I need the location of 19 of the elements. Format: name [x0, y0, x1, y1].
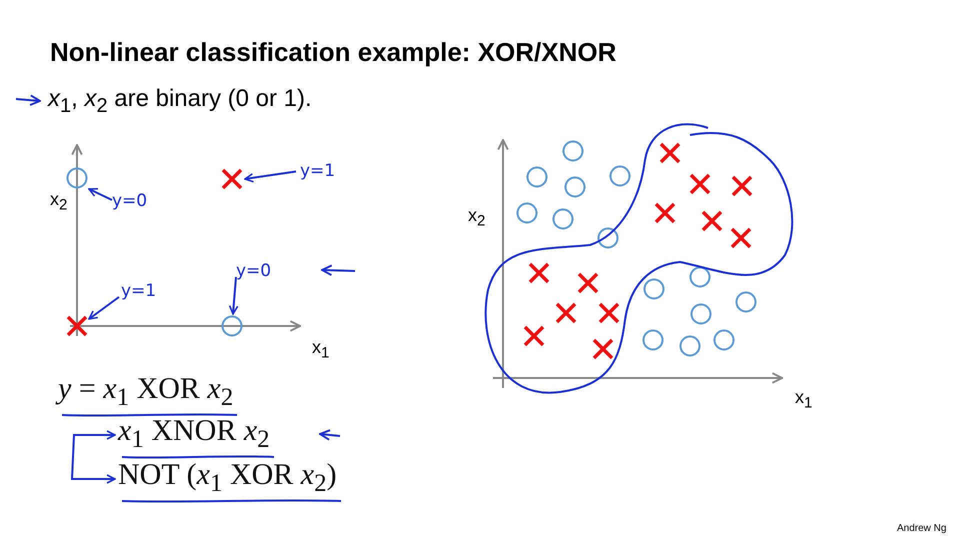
leader-line	[244, 170, 296, 183]
handwritten-label: y=0	[236, 262, 272, 281]
leader-line	[228, 276, 238, 315]
axis-label: x$_{2}$	[468, 206, 486, 230]
axis-label: x$_{2}$	[50, 190, 68, 214]
leader-line	[88, 296, 120, 320]
formula: NOT (x$_{1}$ XOR x$_{2}$)	[118, 458, 337, 491]
slide-title: Non-linear classification example: XOR/XNOR	[50, 38, 616, 67]
author-credit: Andrew Ng	[897, 523, 946, 534]
formula: y = x$_{1}$ XOR x$_{2}$	[58, 372, 234, 405]
bracket-arrow	[70, 430, 116, 484]
handwritten-label: y=1	[121, 282, 156, 301]
handwritten-label: y=0	[112, 192, 148, 211]
axis-label: x$_{1}$	[795, 388, 812, 412]
bullet-text: x$_{1}$, x$_{2}$ are binary (0 or 1).	[48, 86, 312, 117]
leader-line	[88, 188, 112, 201]
handwritten-label: y=1	[300, 162, 336, 181]
axis-label: x$_{1}$	[312, 338, 330, 362]
formula: x$_{1}$ XNOR x$_{2}$	[118, 414, 270, 447]
